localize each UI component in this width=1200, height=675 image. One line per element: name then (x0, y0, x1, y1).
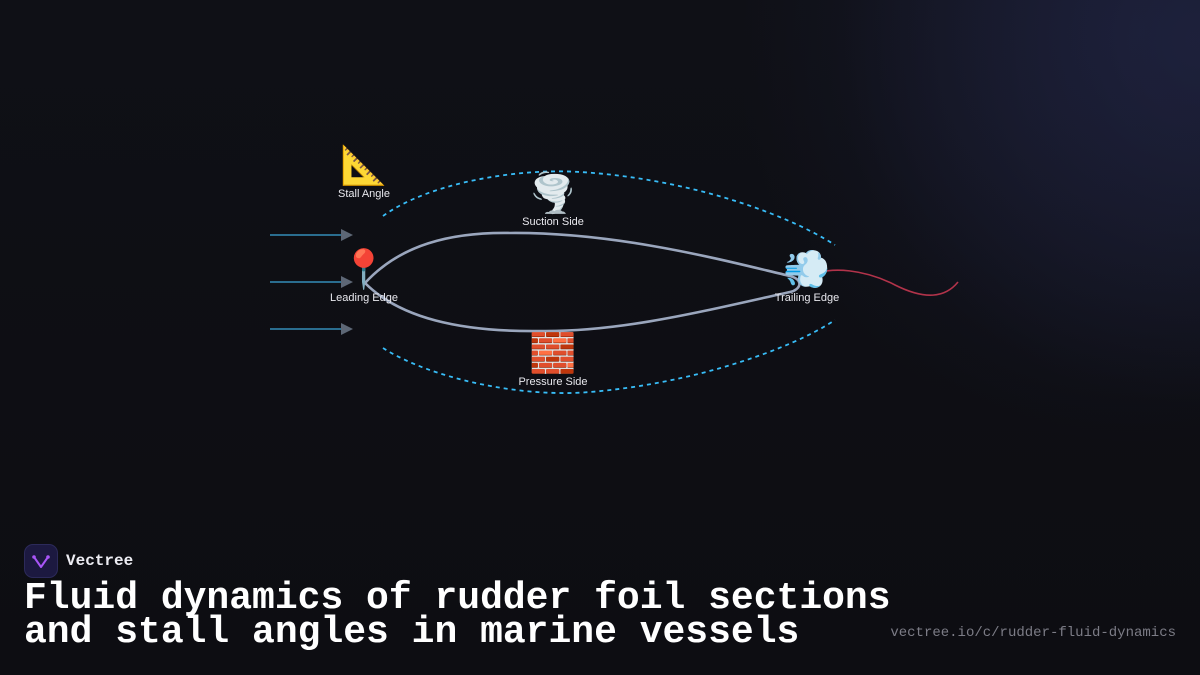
node-leading-edge: 📍 Leading Edge (294, 247, 434, 305)
node-label: Pressure Side (518, 376, 588, 388)
wake-curve (799, 269, 959, 296)
node-label: Trailing Edge (774, 292, 840, 304)
node-stall-angle: 📐 Stall Angle (294, 143, 434, 201)
node-label: Stall Angle (338, 188, 390, 200)
brand-name: Vectree (66, 552, 134, 570)
vectree-logo-mark (32, 555, 50, 568)
node-label: Suction Side (522, 216, 584, 228)
title-line-1: Fluid dynamics of rudder foil sections (24, 577, 891, 620)
dashing-away-icon: 💨 (783, 247, 831, 291)
brick-icon: 🧱 (529, 331, 577, 375)
source-url[interactable]: vectree.io/c/rudder-fluid-dynamics (890, 625, 1176, 641)
foil-outline (363, 231, 801, 333)
upper-streamline (382, 170, 836, 246)
triangular-ruler-icon: 📐 (340, 143, 388, 187)
lower-streamline (382, 319, 836, 394)
tornado-icon: 🌪️ (529, 171, 577, 215)
title-line-2: and stall angles in marine vessels (24, 611, 800, 654)
node-suction-side: 🌪️ Suction Side (483, 171, 623, 229)
brand[interactable]: Vectree (24, 544, 133, 578)
round-pushpin-icon: 📍 (340, 247, 388, 291)
node-pressure-side: 🧱 Pressure Side (483, 331, 623, 389)
vectree-logo-icon (24, 544, 58, 578)
page-title: Fluid dynamics of rudder foil sections a… (24, 577, 891, 654)
node-label: Leading Edge (330, 292, 398, 304)
node-trailing-edge: 💨 Trailing Edge (737, 247, 877, 305)
